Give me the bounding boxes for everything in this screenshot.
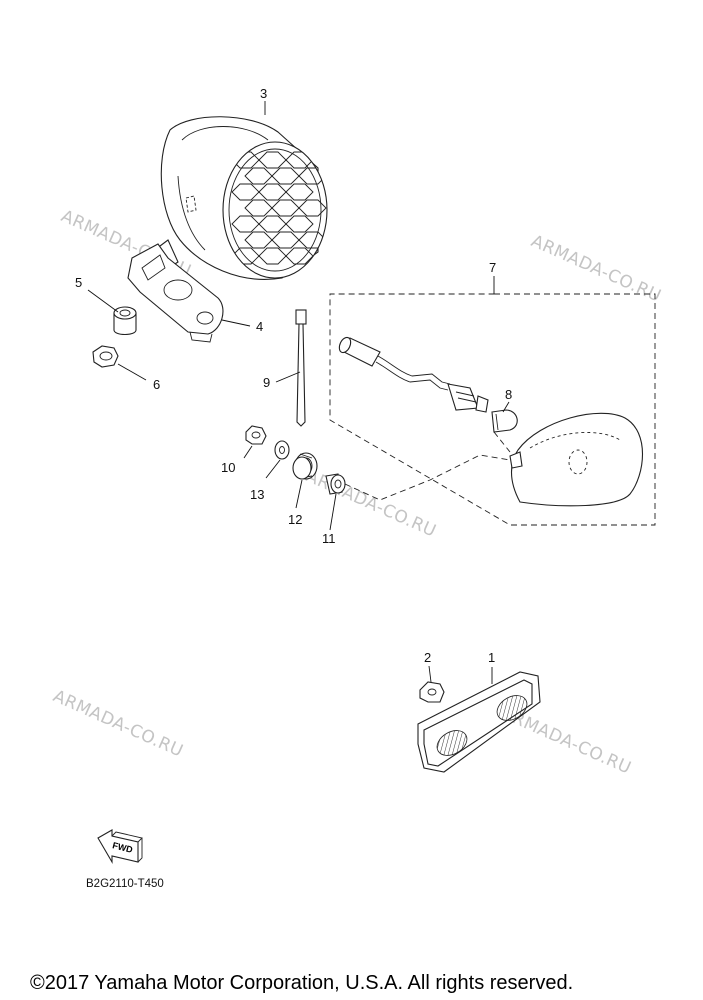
leader-11 [329, 493, 337, 531]
assembly-dash-lines [344, 431, 511, 501]
callout-9: 9 [263, 375, 270, 390]
leader-13 [265, 459, 281, 479]
nut-part-2 [419, 681, 445, 703]
watermark-2: ARMADA-CO.RU [528, 231, 664, 306]
watermark-4: ARMADA-CO.RU [50, 686, 186, 761]
callout-13: 13 [250, 487, 264, 502]
bracket-part-4 [127, 243, 224, 343]
washer-part-13 [274, 440, 290, 460]
nut-part-10 [245, 425, 267, 445]
callout-4: 4 [256, 319, 263, 334]
leader-5 [87, 289, 119, 313]
turn-signal-housing [509, 412, 644, 507]
callout-7: 7 [489, 260, 496, 275]
callout-1: 1 [488, 650, 495, 665]
nut-part-6 [92, 345, 119, 368]
copyright-footer: ©2017 Yamaha Motor Corporation, U.S.A. A… [30, 972, 573, 994]
leader-6 [117, 363, 147, 381]
cable-tie-part-9 [295, 309, 307, 427]
bulb-part-8 [491, 409, 518, 433]
leader-10 [243, 445, 253, 459]
leader-9 [275, 371, 301, 383]
leader-2 [428, 665, 432, 683]
fwd-label: FWD [111, 840, 134, 855]
callout-5: 5 [75, 275, 82, 290]
collar-part-11 [325, 473, 346, 495]
fwd-arrow-icon: FWD [97, 829, 143, 865]
group-box-7 [329, 293, 656, 526]
callout-10: 10 [221, 460, 235, 475]
callout-3: 3 [260, 86, 267, 101]
callout-6: 6 [153, 377, 160, 392]
callout-11: 11 [322, 531, 336, 546]
callout-2: 2 [424, 650, 431, 665]
diagram-code: B2G2110-T450 [86, 878, 164, 890]
socket-harness [338, 336, 489, 413]
grommet-part-12 [292, 452, 318, 480]
leader-8 [502, 401, 510, 413]
tail-lamp-part-3 [151, 116, 328, 280]
leader-4 [221, 319, 251, 327]
callout-8: 8 [505, 387, 512, 402]
collar-part-5 [113, 306, 137, 336]
leader-12 [295, 479, 303, 509]
callout-12: 12 [288, 512, 302, 527]
reflector-part-1 [417, 671, 541, 773]
